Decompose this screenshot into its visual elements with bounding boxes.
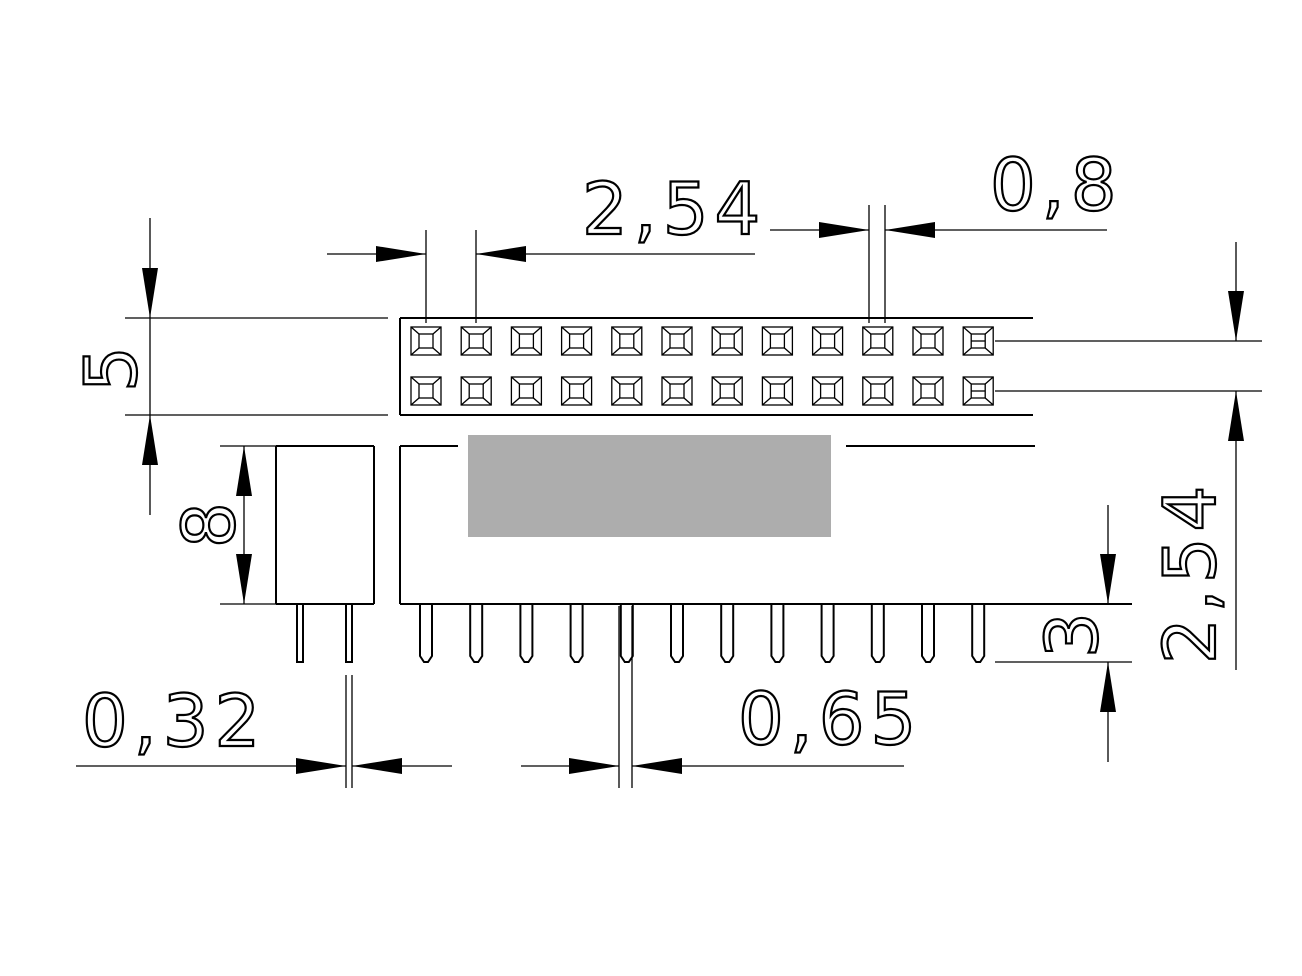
pin-square xyxy=(560,376,593,406)
front-tail xyxy=(770,604,785,663)
pin-square xyxy=(912,326,944,356)
arrow-down xyxy=(1228,291,1244,341)
arrow-up xyxy=(1100,662,1116,712)
side-tail xyxy=(345,603,353,663)
pin-square xyxy=(661,376,693,406)
pin-square xyxy=(761,326,794,356)
front-tail xyxy=(569,604,584,663)
pin-square xyxy=(560,326,593,356)
dim-label-height-8: 8 xyxy=(167,496,251,548)
front-tails xyxy=(419,604,986,663)
dim-label-height-5: 5 xyxy=(69,340,153,392)
pin-square xyxy=(460,376,492,406)
dim-row-pitch: 2,54 xyxy=(995,242,1262,670)
pin-square xyxy=(912,376,944,406)
dim-label-pin-width: 0,65 xyxy=(738,677,922,761)
arrow-down xyxy=(236,554,252,604)
pin-squares xyxy=(410,326,994,406)
pin-square xyxy=(510,326,543,356)
dim-pin-width: 0,65 xyxy=(521,606,922,788)
arrow-right xyxy=(376,246,426,262)
dim-label-pin-square: 0,8 xyxy=(990,143,1123,227)
dim-height-5: 5 xyxy=(68,218,388,515)
pin-square xyxy=(510,376,543,406)
dim-pin-square: 0,8 xyxy=(770,142,1123,323)
front-tail xyxy=(519,604,534,663)
front-tail xyxy=(469,604,484,663)
pin-square xyxy=(611,376,643,406)
front-tail xyxy=(870,604,885,663)
front-tail xyxy=(971,604,986,663)
arrow-left xyxy=(632,758,682,774)
front-view xyxy=(399,445,1132,663)
front-tail xyxy=(720,604,735,663)
pin-square xyxy=(410,376,442,406)
pin-square xyxy=(862,326,894,356)
pin-square xyxy=(410,326,442,356)
arrow-left xyxy=(885,222,935,238)
redaction-block xyxy=(468,435,831,537)
dim-label-tail-width: 0,32 xyxy=(82,679,266,763)
pin-square xyxy=(711,376,743,406)
front-tail xyxy=(619,604,634,663)
top-view xyxy=(399,317,1033,416)
dim-tail-3: 3 xyxy=(995,505,1132,762)
dim-label-pitch-top: 2,54 xyxy=(582,167,766,251)
side-tail xyxy=(296,603,304,663)
side-view xyxy=(220,445,375,663)
arrow-left xyxy=(352,758,402,774)
arrow-down xyxy=(142,268,158,318)
arrow-down xyxy=(1100,554,1116,604)
arrow-right xyxy=(296,758,346,774)
pin-square xyxy=(460,326,492,356)
front-tail xyxy=(419,604,433,663)
arrow-up xyxy=(236,446,252,496)
dim-label-tail-3: 3 xyxy=(1030,606,1114,658)
arrow-right xyxy=(569,758,619,774)
arrow-up xyxy=(142,415,158,465)
pin-square xyxy=(661,326,693,356)
arrow-left xyxy=(476,246,526,262)
front-tail xyxy=(921,604,935,663)
pin-square xyxy=(711,326,743,356)
dim-height-8: 8 xyxy=(166,446,252,604)
pin-square xyxy=(962,326,994,356)
pin-square xyxy=(811,376,844,406)
front-tail xyxy=(670,604,684,663)
pin-square xyxy=(761,376,794,406)
pin-square xyxy=(962,376,994,406)
dim-label-row-pitch: 2,54 xyxy=(1148,480,1232,664)
arrow-up xyxy=(1228,391,1244,441)
pin-square xyxy=(811,326,844,356)
arrow-right xyxy=(819,222,869,238)
dim-pitch-top: 2,54 xyxy=(327,166,766,323)
pin-square xyxy=(611,326,643,356)
front-tail xyxy=(820,604,835,663)
dim-tail-width: 0,32 xyxy=(76,675,452,788)
pin-square xyxy=(862,376,894,406)
